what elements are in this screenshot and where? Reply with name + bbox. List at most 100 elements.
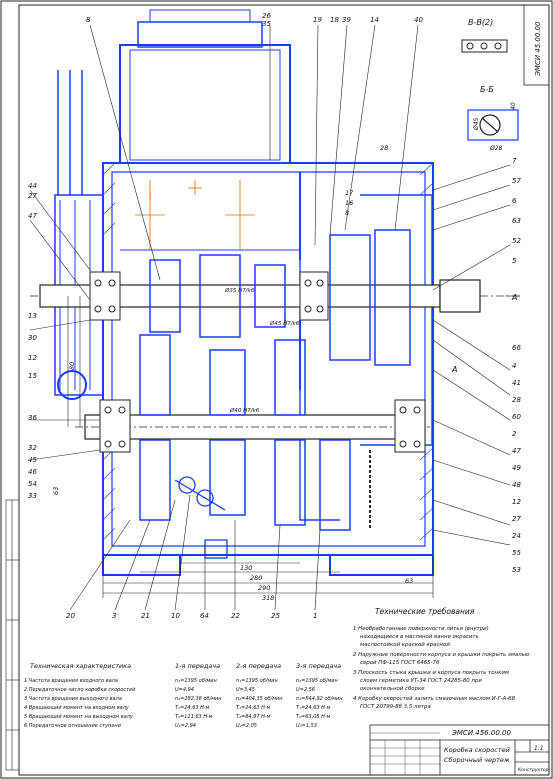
spec-row-label: 2 Передаточное число коробки скоростей <box>24 687 136 693</box>
callout-bottom: 10 <box>171 612 180 620</box>
spec-col-header: 1-я передача <box>175 662 220 670</box>
dim-value: 17 <box>345 189 354 197</box>
tech-req-line: находящиеся в масляной ванне окрасить <box>360 634 479 640</box>
tech-req-line: 4 Коробку скоростей залить смазочным мас… <box>353 696 516 702</box>
callout-left: 46 <box>28 468 37 476</box>
dim-value: 63 <box>52 487 60 495</box>
dim-value: 280 <box>250 574 262 582</box>
spec-cell: T₂=84,97 Н·м <box>236 714 271 720</box>
callout-right: 28 <box>512 396 521 404</box>
cut-a2-label: А <box>511 293 517 302</box>
callouts-bottom-group: 20 3 21 10 64 22 25 1 <box>66 612 317 620</box>
callout-bottom: 25 <box>271 612 280 620</box>
title-block-name-2: Сборочный чертеж <box>444 756 510 764</box>
spec-cell: T₁=24,63 Н·м <box>236 705 271 711</box>
tech-req-line: окончательной сборке <box>360 686 425 692</box>
callout-right: 2 <box>512 430 517 438</box>
spec-cell: T₁=24,63 Н·м <box>296 705 331 711</box>
callout-right: 47 <box>512 447 521 455</box>
cut-a-label: А <box>451 365 457 374</box>
dim-value: 130 <box>240 564 252 572</box>
spec-cell: U=3,45 <box>236 687 255 693</box>
callout-right: 53 <box>512 566 521 574</box>
callout-left: 15 <box>28 372 37 380</box>
callout-left: 36 <box>28 414 37 422</box>
callout-leaders <box>29 24 511 611</box>
tech-req-line: 1 Необработанные поверхности литья (внут… <box>353 626 489 632</box>
callout-bottom: 3 <box>112 612 116 620</box>
inner-frame <box>18 4 550 776</box>
view-b-detail <box>467 109 519 141</box>
spec-col-header: 3-я передача <box>296 662 341 670</box>
callout-top: 40 <box>414 16 423 24</box>
spec-cell: n₁=1395 об/мин <box>175 678 218 684</box>
lower-gears <box>139 334 351 531</box>
spec-cell: U₁=2,94 <box>175 723 196 729</box>
shaft-fit: Ø35 H7/k6 <box>224 287 255 294</box>
spec-col-header: 2-я передача <box>236 662 281 670</box>
tech-req-line: маслостойкой краской красной. <box>360 642 451 648</box>
callout-left: 30 <box>28 334 37 342</box>
spec-row-label: 6 Передаточное отношение ступени <box>24 723 122 729</box>
dim-value: 28 <box>380 144 388 152</box>
callout-right: 24 <box>512 532 521 540</box>
callout-right: 12 <box>512 498 521 506</box>
callout-right: 48 <box>512 481 521 489</box>
shaft-fit: Ø40 H7/k6 <box>229 407 260 414</box>
spec-cell: T₁=24,63 Н·м <box>175 705 210 711</box>
callout-top: 39 <box>342 16 351 24</box>
callout-left: 45 <box>28 456 37 464</box>
tech-req-line: серой ПФ-115 ГОСТ 6465-76 <box>360 660 440 666</box>
dim-value: 8 <box>345 209 349 217</box>
view-b-label: Б-Б <box>480 85 494 94</box>
spec-cell: T₂=121,63 Н·м <box>175 714 213 720</box>
callout-right: 66 <box>512 344 521 352</box>
spec-row-label: 5 Вращающий момент на выходном валу <box>24 714 134 720</box>
dim-value: 40 <box>510 102 517 110</box>
view-v-label: В-В(2) <box>468 18 493 27</box>
callout-left: 27 <box>28 192 37 200</box>
callout-right: 4 <box>512 362 516 370</box>
callout-left: 33 <box>28 492 37 500</box>
title-block <box>369 724 550 776</box>
callout-left: 13 <box>28 312 37 320</box>
view-v-detail <box>461 39 508 53</box>
callout-right: 6 <box>512 197 517 205</box>
callout-right: 7 <box>512 157 517 165</box>
callout-left: 47 <box>28 212 37 220</box>
title-block-name-1: Коробка скоростей <box>444 746 510 754</box>
callout-bottom: 21 <box>141 612 150 620</box>
spec-cell: U=4,94 <box>175 687 194 693</box>
shaft-fit: Ø45 H7/k6 <box>269 320 300 327</box>
tech-req-line: слоем герметика УТ-34 ГОСТ 24285-80 при <box>360 678 482 684</box>
callout-right: 60 <box>512 413 521 421</box>
callout-bottom: 1 <box>313 612 317 620</box>
callout-left: 54 <box>28 480 37 488</box>
spec-row-label: 4 Вращающий момент на входном валу <box>24 705 130 711</box>
spec-cell: U₂=2,05 <box>236 723 257 729</box>
callout-bottom: 22 <box>231 612 240 620</box>
dim-value: Ø45 <box>473 117 480 131</box>
callout-right: 63 <box>512 217 521 225</box>
title-block-code: ЭМСИ 456.00.00 <box>451 729 511 737</box>
callout-right: 57 <box>512 177 521 185</box>
housing-hatching <box>102 162 434 541</box>
code-top-text: ЭМСИ 45.00.00 <box>534 21 542 77</box>
callout-top: 8 <box>86 16 91 24</box>
callout-top: 14 <box>370 16 379 24</box>
spec-cell: n₁=1395 об/мин <box>236 678 279 684</box>
callout-bottom: 64 <box>200 612 209 620</box>
spec-cell: n₁=1395 об/мин <box>296 678 339 684</box>
dimension-lines <box>67 295 520 598</box>
lower-bearings <box>99 399 426 453</box>
tech-req-line: 2 Наружные поверхности корпуса и крышки … <box>353 652 530 658</box>
callout-top: 19 <box>313 16 322 24</box>
callouts-top-group: 8 26 35 19 18 39 14 40 <box>86 12 423 28</box>
spec-cell: U₃=1,53 <box>296 723 317 729</box>
callout-left: 44 <box>28 182 37 190</box>
callout-bottom: 20 <box>66 612 75 620</box>
spec-table-title: Техническая характеристика <box>30 662 131 670</box>
dim-value: 80 <box>68 362 76 370</box>
